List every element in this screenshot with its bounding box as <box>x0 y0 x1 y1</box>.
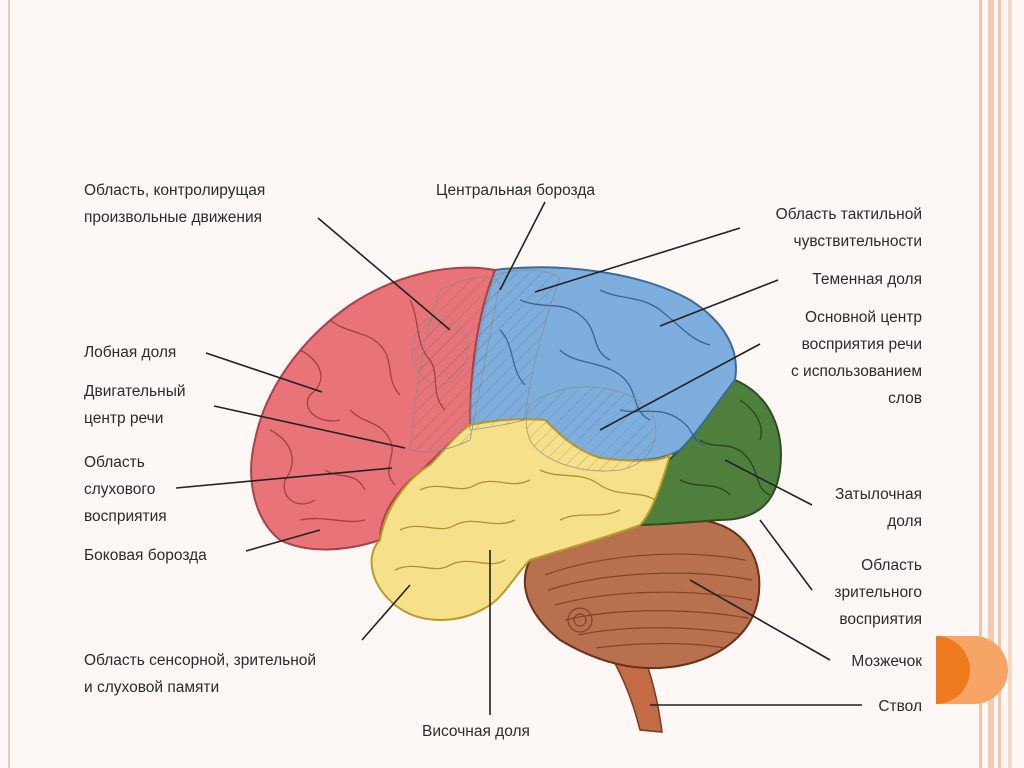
label-temporal: Височная доля <box>422 723 530 740</box>
label-line: Область тактильной <box>776 206 922 223</box>
label-line: Мозжечок <box>851 653 922 670</box>
label-line: восприятия речи <box>802 336 922 353</box>
label-occipital: Затылочная доля <box>835 486 922 530</box>
label-line: Область <box>84 454 145 471</box>
label-auditory: Область слухового восприятия <box>84 454 167 525</box>
label-cerebellum: Мозжечок <box>851 653 922 670</box>
label-central-sulcus: Центральная борозда <box>436 182 595 199</box>
label-line: Область <box>861 557 922 574</box>
label-tactile: Область тактильной чувствительности <box>776 206 922 250</box>
label-line: и слуховой памяти <box>84 679 219 696</box>
label-line: чувствительности <box>794 233 922 250</box>
label-line: слухового <box>84 481 155 498</box>
label-line: произвольные движения <box>84 209 262 226</box>
label-line: Лобная доля <box>84 344 176 361</box>
label-line: Боковая борозда <box>84 547 207 564</box>
label-line: с использованием <box>791 363 922 380</box>
label-line: Область сенсорной, зрительной <box>84 652 316 669</box>
label-line: Двигательный <box>84 383 186 400</box>
label-line: Основной центр <box>805 309 922 326</box>
label-voluntary-movement: Область, контролирущая произвольные движ… <box>84 182 265 226</box>
label-line: центр речи <box>84 410 163 427</box>
label-frontal: Лобная доля <box>84 344 176 361</box>
hatched-area-broca <box>412 316 468 384</box>
label-line: восприятия <box>84 508 167 525</box>
label-line: зрительного <box>834 584 922 601</box>
label-parietal: Теменная доля <box>812 271 922 288</box>
label-line: Височная доля <box>422 723 530 740</box>
label-line: Область, контролирущая <box>84 182 265 199</box>
label-line: Ствол <box>878 698 922 715</box>
label-motor-speech: Двигательный центр речи <box>84 383 186 427</box>
label-visual: Область зрительного восприятия <box>834 557 922 628</box>
label-line: Затылочная <box>835 486 922 503</box>
label-stem: Ствол <box>878 698 922 715</box>
label-line: Теменная доля <box>812 271 922 288</box>
label-line: Центральная борозда <box>436 182 595 199</box>
label-memory: Область сенсорной, зрительной и слуховой… <box>84 652 316 696</box>
label-line: восприятия <box>839 611 922 628</box>
label-lateral-sulcus: Боковая борозда <box>84 547 207 564</box>
label-line: слов <box>888 390 922 407</box>
label-line: доля <box>887 513 922 530</box>
label-speech-perception: Основной центр восприятия речи с использ… <box>791 309 922 407</box>
